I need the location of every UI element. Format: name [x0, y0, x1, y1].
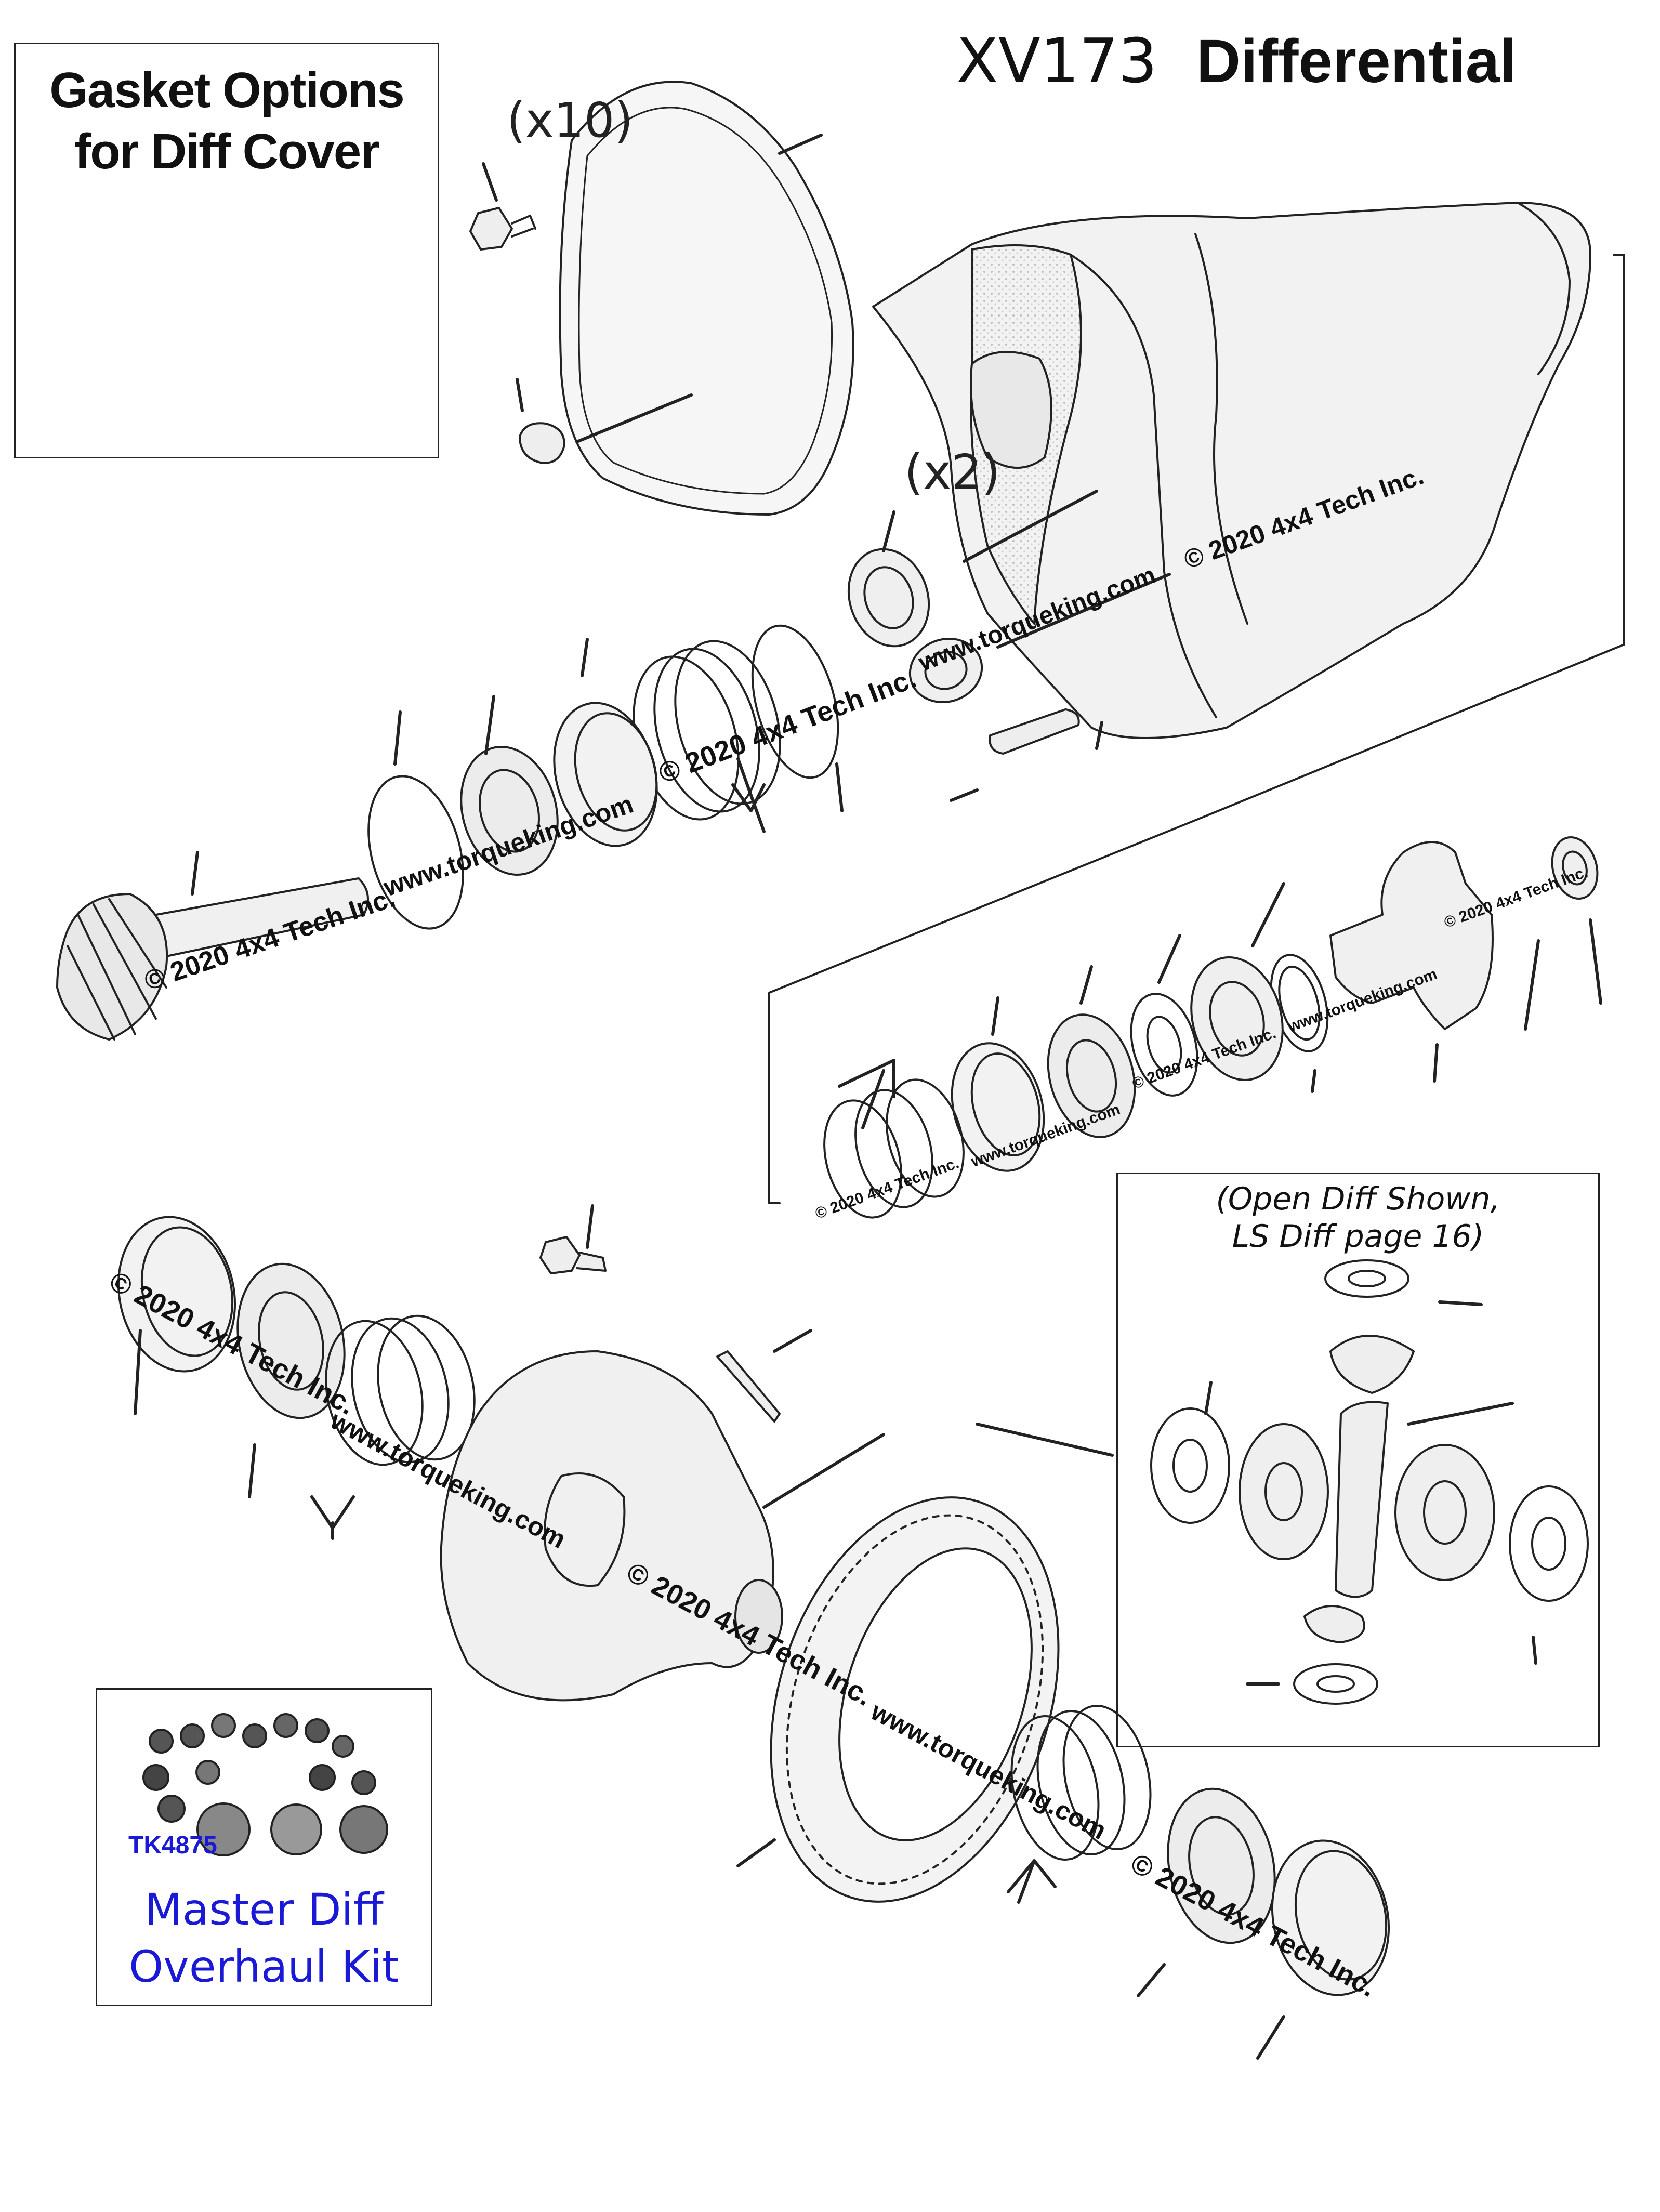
- housing-bracket: [768, 254, 1625, 1204]
- cap-bolt: [989, 708, 1080, 755]
- pinion-preload-shims: [823, 1078, 965, 1219]
- spider-gear-top: [1329, 1335, 1415, 1394]
- fill-plug: [519, 422, 565, 464]
- oil-slinger: [1130, 993, 1198, 1097]
- axle-housing: [872, 202, 1591, 739]
- page-title: XV173 Differential: [956, 27, 1517, 95]
- gasket-title-line2: for Diff Cover: [74, 124, 379, 179]
- pinion-yoke: [1329, 841, 1494, 1030]
- cap-bolt-quantity: (x2): [904, 444, 1000, 500]
- side-gear-thrust-washer-right: [1509, 1485, 1589, 1602]
- open-diff-note-line2[interactable]: LS Diff page 16): [1232, 1218, 1484, 1255]
- kit-caption-line1: Master Diff: [144, 1884, 384, 1935]
- open-diff-box: (Open Diff Shown, LS Diff page 16): [1116, 1173, 1600, 1747]
- kit-caption-line2: Overhaul Kit: [129, 1941, 399, 1992]
- pinion-gear: [56, 877, 369, 1041]
- right-carrier-race: [1271, 1839, 1390, 1996]
- cross-shaft: [1335, 1401, 1389, 1598]
- cross-shaft-pin: [716, 1350, 781, 1423]
- pinion-baffle: [367, 775, 464, 930]
- left-carrier-shims: [325, 1314, 476, 1466]
- differential-case: [440, 1350, 783, 1702]
- pinion-nut: [1551, 836, 1599, 900]
- spider-gear-thrust-washer-bottom: [1293, 1663, 1378, 1705]
- pinion-shim-washer: [751, 624, 839, 779]
- ring-gear-bolt: [539, 1236, 607, 1274]
- kit-caption[interactable]: Master Diff Overhaul Kit: [97, 1881, 431, 1995]
- open-diff-note-line1: (Open Diff Shown,: [1216, 1181, 1500, 1217]
- diff-cover: [559, 81, 854, 516]
- cover-bolt: [469, 207, 536, 251]
- right-carrier-bearing: [1167, 1787, 1276, 1944]
- model-code: XV173: [956, 25, 1157, 97]
- gasket-title-line1: Gasket Options: [49, 62, 405, 118]
- spider-gear-thrust-washer-top: [1324, 1259, 1409, 1298]
- leader-lines: [134, 134, 1602, 2060]
- side-gear-left: [1239, 1423, 1329, 1560]
- side-gear-right: [1394, 1444, 1495, 1581]
- cover-bolt-quantity: (x10): [507, 93, 634, 148]
- left-carrier-bearing: [236, 1262, 346, 1419]
- gasket-options-title: Gasket Options for Diff Cover: [16, 60, 438, 182]
- right-carrier-shims: [1010, 1705, 1152, 1861]
- pinion-seal: [847, 548, 930, 648]
- pinion-outer-race: [553, 702, 658, 847]
- side-gear-thrust-washer-left: [1150, 1407, 1230, 1524]
- gasket-options-box[interactable]: Gasket Options for Diff Cover: [14, 43, 439, 458]
- outer-pinion-bearing: [1047, 1013, 1136, 1138]
- spider-gear-bottom: [1303, 1605, 1365, 1643]
- left-carrier-race: [117, 1216, 236, 1373]
- title-name: Differential: [1196, 27, 1517, 96]
- pinion-bearing: [460, 746, 559, 876]
- outer-pinion-race: [951, 1042, 1045, 1172]
- ring-gear: [770, 1496, 1060, 1903]
- open-diff-note: (Open Diff Shown, LS Diff page 16): [1118, 1180, 1598, 1255]
- overhaul-kit-box[interactable]: TK4875 Master Diff Overhaul Kit: [96, 1688, 432, 2006]
- kit-photo: [142, 1713, 388, 1856]
- kit-sku: TK4875: [128, 1832, 217, 1859]
- pinion-oil-seal: [1190, 956, 1284, 1081]
- slinger: [908, 637, 983, 704]
